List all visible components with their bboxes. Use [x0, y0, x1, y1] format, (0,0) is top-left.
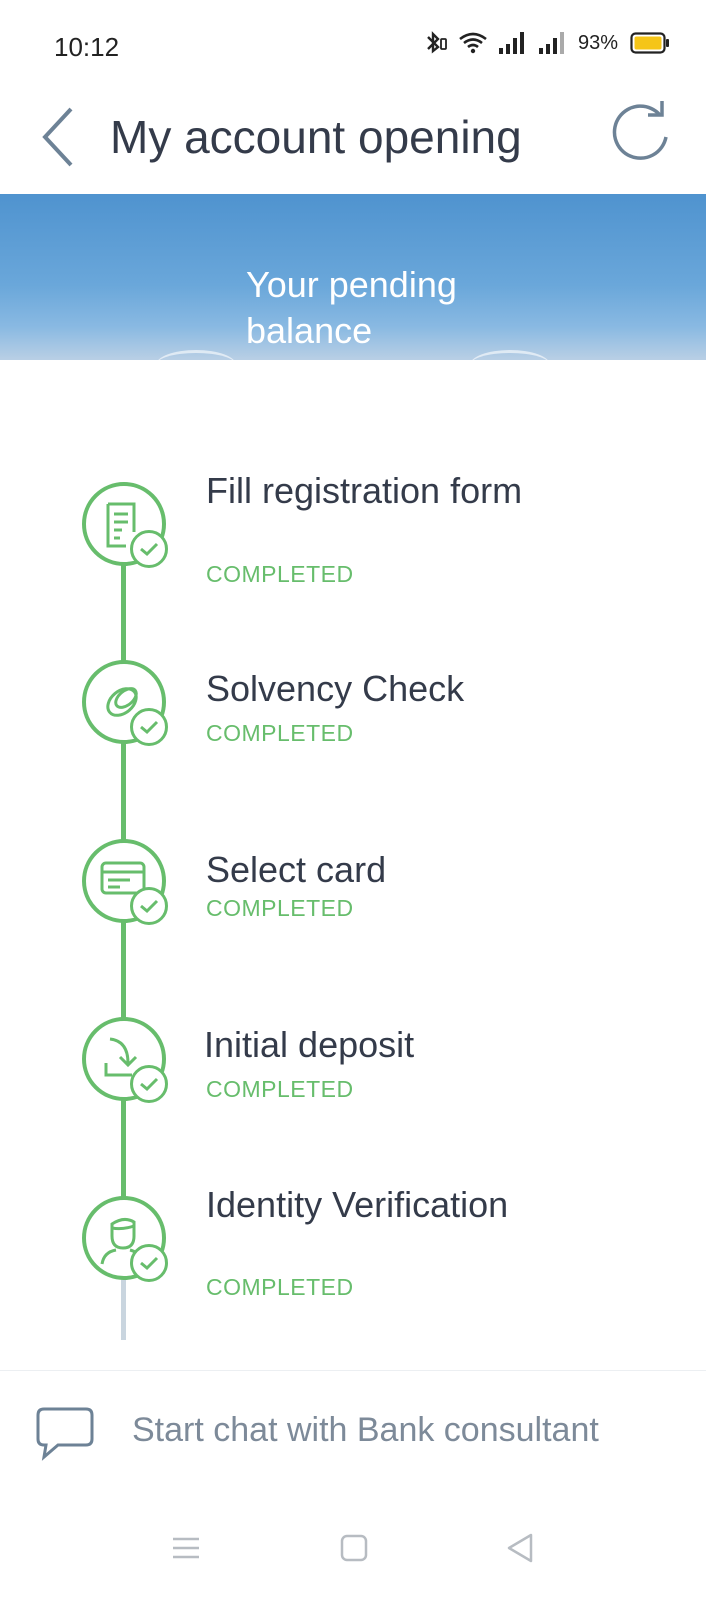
check-icon [140, 720, 159, 735]
bluetooth-icon [427, 31, 447, 54]
battery-icon [630, 32, 669, 54]
signal-icon [498, 32, 524, 54]
step-title: Initial deposit [204, 1024, 415, 1065]
signal-icon-2 [538, 32, 564, 54]
step-icon [82, 1196, 168, 1282]
document-icon [106, 502, 136, 548]
wifi-icon [459, 32, 487, 54]
menu-nav-button[interactable] [166, 1528, 206, 1568]
triangle-back-icon [507, 1533, 533, 1563]
pending-balance-banner: Your pending balance [0, 194, 706, 360]
step-icon [82, 1017, 168, 1103]
step-status: COMPLETED [206, 1076, 354, 1102]
card-icon [100, 861, 146, 895]
timeline-line-pending [121, 1272, 126, 1340]
step-status: COMPLETED [206, 1274, 354, 1300]
back-button[interactable] [30, 102, 84, 172]
deposit-icon [104, 1037, 138, 1077]
check-icon [140, 1077, 159, 1092]
check-badge [130, 1065, 168, 1103]
step-title: Fill registration form [206, 470, 523, 511]
check-badge [130, 887, 168, 925]
page-title: My account opening [110, 111, 522, 163]
step-icon [82, 660, 168, 746]
banner-decoration [156, 350, 236, 360]
step-title: Identity Verification [206, 1184, 509, 1225]
check-icon [140, 1256, 159, 1271]
step-icon [82, 482, 168, 568]
chat-bubble-icon [36, 1407, 94, 1461]
check-badge [130, 530, 168, 568]
menu-icon [173, 1537, 199, 1559]
back-nav-button[interactable] [500, 1528, 540, 1568]
chat-with-consultant-button[interactable]: Start chat with Bank consultant [0, 1370, 706, 1490]
step-status: COMPLETED [206, 720, 354, 746]
banner-text: Your pending balance [246, 264, 457, 351]
status-icons: 93% [422, 30, 670, 56]
step-status: COMPLETED [206, 561, 354, 587]
check-icon [140, 542, 159, 557]
battery-percent: 93% [577, 31, 618, 54]
check-badge [130, 708, 168, 746]
square-icon [340, 1534, 368, 1562]
system-nav-bar [0, 1490, 720, 1600]
step-title: Solvency Check [206, 668, 465, 709]
refresh-icon [612, 101, 668, 160]
timeline-line [121, 560, 126, 1340]
step-title: Select card [206, 849, 387, 890]
check-icon [140, 899, 159, 914]
step-status: COMPLETED [206, 895, 354, 921]
coin-icon [106, 687, 138, 717]
check-badge [130, 1244, 168, 1282]
home-nav-button[interactable] [334, 1528, 374, 1568]
status-time: 10:12 [54, 32, 120, 62]
app-bar: My account opening [0, 96, 720, 194]
step-icon [82, 839, 168, 925]
chat-label: Start chat with Bank consultant [132, 1411, 599, 1449]
chevron-left-icon [42, 107, 73, 167]
steps-timeline: Fill registration form COMPLETED Solvenc… [0, 360, 720, 1370]
status-bar: 10:12 93% [0, 0, 720, 96]
banner-decoration [470, 350, 550, 360]
refresh-button[interactable] [608, 98, 676, 168]
